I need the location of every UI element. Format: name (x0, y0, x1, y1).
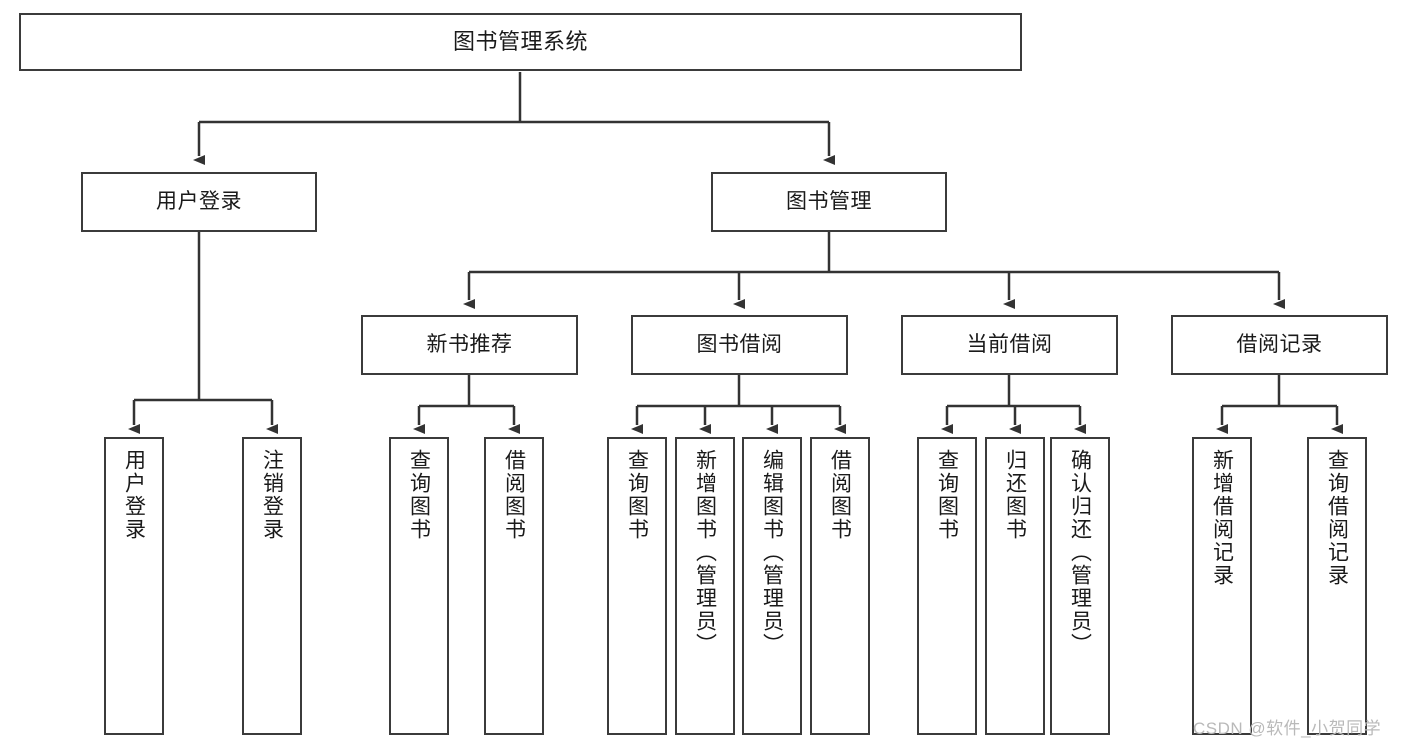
node-label: 用户登录 (122, 449, 146, 541)
node-label: 新书推荐 (426, 332, 513, 356)
node-label: 查询图书 (407, 449, 431, 541)
node-borrow-record[interactable]: 借阅记录 (1171, 315, 1388, 375)
node-label: 借阅记录 (1236, 332, 1323, 356)
leaf-edit-book-admin[interactable]: 编辑图书（管理员） (742, 437, 802, 735)
node-book-management[interactable]: 图书管理 (711, 172, 947, 232)
leaf-query-book-recommend[interactable]: 查询图书 (389, 437, 449, 735)
node-label: 图书管理 (786, 189, 872, 213)
leaf-add-borrow-record[interactable]: 新增借阅记录 (1192, 437, 1252, 735)
node-label: 当前借阅 (966, 332, 1053, 356)
node-label: 归还图书 (1003, 449, 1027, 541)
leaf-user-login[interactable]: 用户登录 (104, 437, 164, 735)
node-user-login[interactable]: 用户登录 (81, 172, 317, 232)
node-label: 注销登录 (260, 449, 284, 541)
node-label: 编辑图书（管理员） (760, 449, 784, 656)
node-current-borrow[interactable]: 当前借阅 (901, 315, 1118, 375)
node-root-book-management-system[interactable]: 图书管理系统 (19, 13, 1022, 71)
node-label: 新增图书（管理员） (693, 449, 717, 656)
leaf-query-book-borrow[interactable]: 查询图书 (607, 437, 667, 735)
node-label: 查询图书 (935, 449, 959, 541)
node-label: 用户登录 (156, 189, 242, 213)
node-label: 借阅图书 (502, 449, 526, 541)
node-new-book-recommend[interactable]: 新书推荐 (361, 315, 578, 375)
leaf-borrow-book-recommend[interactable]: 借阅图书 (484, 437, 544, 735)
leaf-confirm-return-admin[interactable]: 确认归还（管理员） (1050, 437, 1110, 735)
node-label: 图书管理系统 (452, 29, 588, 55)
csdn-watermark: CSDN @软件_小贺同学 (1193, 719, 1382, 738)
node-label: 查询图书 (625, 449, 649, 541)
node-book-borrow[interactable]: 图书借阅 (631, 315, 848, 375)
node-label: 图书借阅 (696, 332, 783, 356)
leaf-query-borrow-record[interactable]: 查询借阅记录 (1307, 437, 1367, 735)
node-label: 确认归还（管理员） (1068, 449, 1092, 656)
leaf-add-book-admin[interactable]: 新增图书（管理员） (675, 437, 735, 735)
node-label: 查询借阅记录 (1325, 449, 1349, 587)
node-label: 借阅图书 (828, 449, 852, 541)
leaf-borrow-book[interactable]: 借阅图书 (810, 437, 870, 735)
leaf-query-book-current[interactable]: 查询图书 (917, 437, 977, 735)
node-label: 新增借阅记录 (1210, 449, 1234, 587)
leaf-logout-login[interactable]: 注销登录 (242, 437, 302, 735)
leaf-return-book[interactable]: 归还图书 (985, 437, 1045, 735)
